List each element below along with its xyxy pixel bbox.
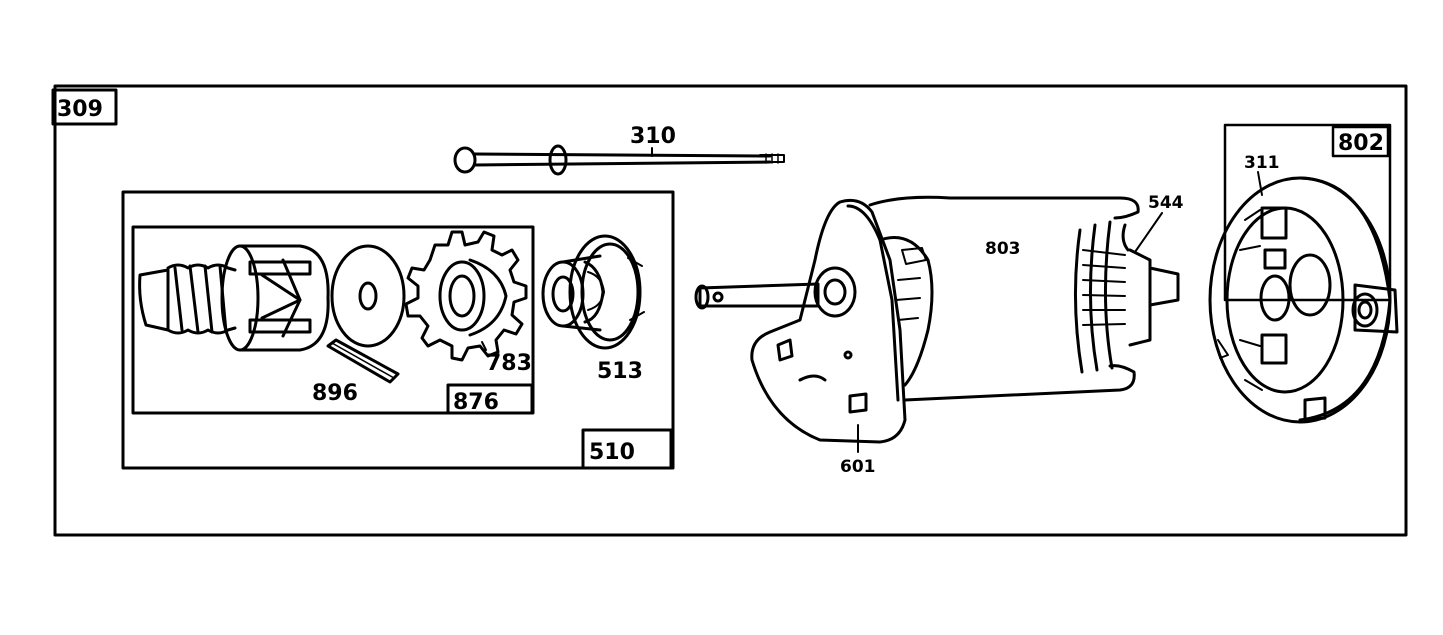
leader-311 (1257, 171, 1263, 196)
label-876: 876 (453, 390, 499, 415)
label-310: 310 (630, 124, 676, 149)
label-803: 803 (985, 239, 1021, 259)
pinion-kit-box-876 (131, 225, 535, 415)
label-510: 510 (589, 440, 635, 465)
end-cap-802 (1208, 176, 1399, 424)
through-bolt-310 (453, 144, 785, 176)
label-544: 544 (1148, 193, 1184, 213)
drive-end-bracket-601 (694, 198, 934, 453)
label-box-802 (1331, 125, 1390, 158)
spring-retainer-513 (541, 234, 645, 350)
motor-housing-803 (868, 195, 1180, 402)
leader-544 (1134, 212, 1163, 253)
label-896: 896 (312, 381, 358, 406)
leader-783 (481, 341, 487, 351)
end-cap-box-802 (1223, 123, 1392, 302)
drive-clutch (138, 244, 330, 352)
pin-896 (326, 338, 400, 384)
washer (330, 244, 406, 348)
label-311: 311 (1244, 153, 1280, 173)
label-box-510 (581, 428, 673, 470)
drive-assembly-box-510 (121, 190, 675, 470)
label-802: 802 (1338, 131, 1384, 156)
gear-783 (404, 230, 528, 362)
label-783: 783 (486, 351, 532, 376)
label-309: 309 (57, 97, 103, 122)
label-box-309 (51, 88, 118, 126)
label-601: 601 (840, 457, 876, 477)
label-box-876 (446, 383, 534, 415)
assembly-frame (53, 84, 1408, 537)
label-513: 513 (597, 359, 643, 384)
